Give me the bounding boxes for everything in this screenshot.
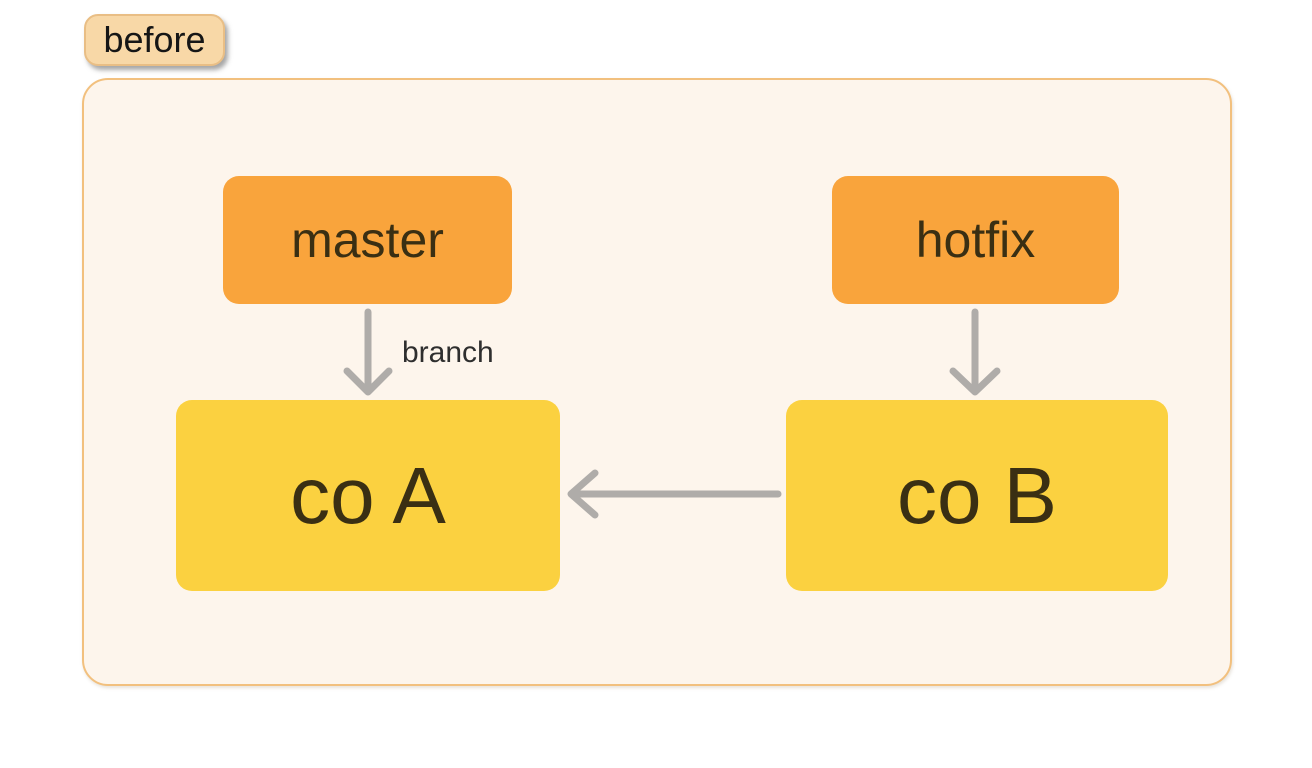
arrow-left-icon [567,469,599,519]
arrow-hotfix-to-coB [949,308,1001,396]
node-co-a-label: co A [290,450,446,540]
node-hotfix-label: hotfix [915,212,1036,268]
arrow-down-icon [343,367,393,396]
node-co-a: co A [176,400,560,591]
edge-label-branch: branch [402,336,494,369]
node-master: master [223,176,512,304]
arrow-down-icon [949,367,1001,396]
diagram-panel: master hotfix co A co B branch [82,78,1232,686]
state-badge-label: before [103,19,206,60]
node-co-b-label: co B [896,450,1058,540]
arrow-coB-to-coA [567,469,782,519]
state-badge: before [84,14,225,66]
node-master-label: master [291,212,444,268]
node-hotfix: hotfix [832,176,1119,304]
edges-layer [343,308,1001,519]
node-co-b: co B [786,400,1168,591]
arrow-master-to-coA [343,308,393,396]
